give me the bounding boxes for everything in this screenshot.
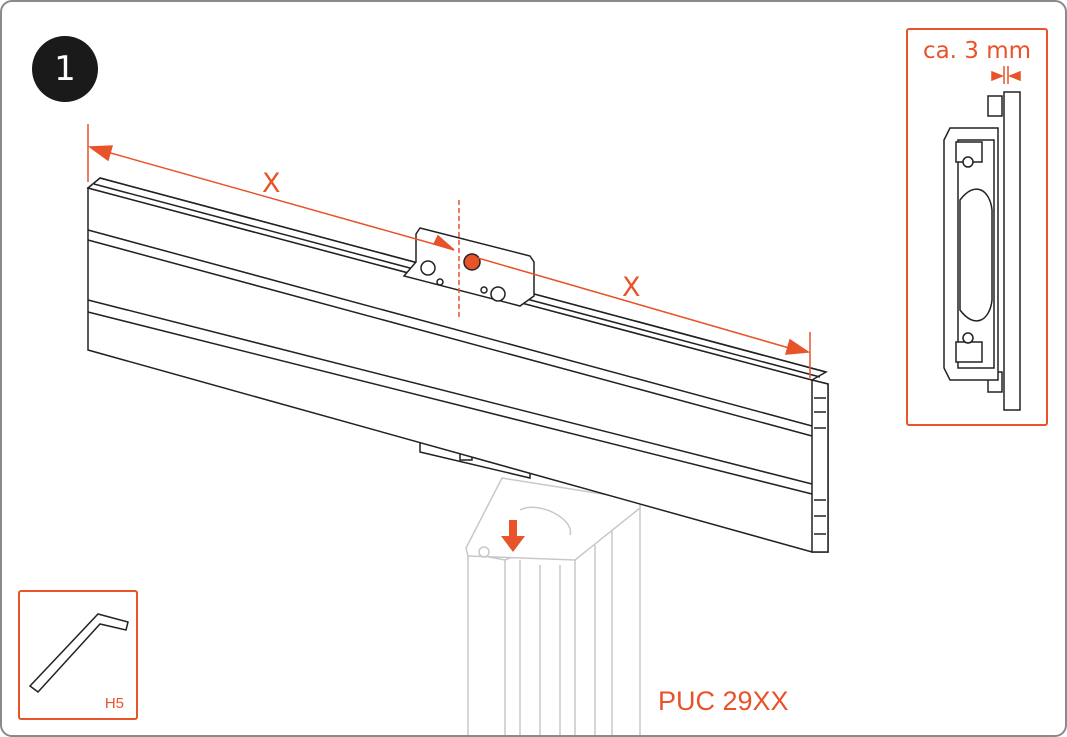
- hex-key: [28, 613, 129, 694]
- gap-label: ca. 3 mm: [922, 38, 1032, 64]
- model-label: PUC 29XX: [658, 686, 789, 716]
- insert-arrow: [501, 520, 525, 552]
- step-number: 1: [54, 49, 76, 89]
- gap-indicator: [991, 66, 1021, 84]
- detail-profile: [943, 91, 1021, 411]
- detail-inset: ca. 3 mm: [906, 28, 1048, 426]
- mounting-rail: [86, 177, 829, 553]
- column-pillar: [465, 477, 641, 735]
- step-number-badge: 1: [32, 36, 98, 102]
- dimension-label-right: X: [622, 272, 641, 303]
- tool-inset: H5: [18, 590, 138, 720]
- dimension-lines: [87, 124, 811, 378]
- top-bracket: [402, 227, 535, 307]
- tool-size-label: H5: [104, 695, 124, 712]
- dimension-label-left: X: [262, 168, 281, 199]
